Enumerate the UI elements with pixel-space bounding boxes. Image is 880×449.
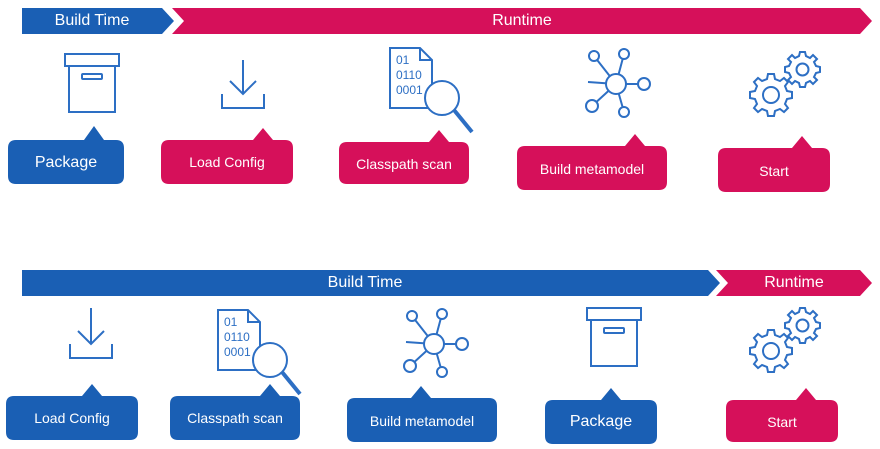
row1-package-label: Package: [34, 154, 98, 171]
row2-runtime-bar: Runtime: [716, 270, 872, 296]
row1-start-label: Start: [759, 163, 789, 179]
file-line-2: 0110: [396, 68, 422, 82]
row2-start-callout: Start: [726, 386, 838, 442]
row1-load-config-callout: Load Config: [161, 126, 293, 184]
row2-classpath-scan-callout: Classpath scan: [170, 382, 300, 440]
row1-package-callout: Package: [8, 124, 124, 184]
row1-runtime-bar: Runtime: [172, 8, 872, 34]
network-graph-icon: [580, 46, 652, 120]
row2-runtime-label: Runtime: [764, 274, 824, 291]
row2-load-config-label: Load Config: [34, 410, 110, 426]
file-line-3: 0001: [224, 345, 251, 359]
download-icon: [68, 308, 114, 360]
row2-build-metamodel-callout: Build metamodel: [347, 384, 497, 442]
file-line-3: 0001: [396, 83, 423, 97]
gears-icon: [748, 48, 824, 122]
row2-start-label: Start: [767, 414, 797, 430]
package-box-icon: [584, 306, 644, 368]
binary-file-search-icon: 01 0110 0001: [216, 308, 304, 398]
download-icon: [220, 60, 266, 110]
row1-load-config-label: Load Config: [189, 154, 265, 170]
row2-build-time-bar: Build Time: [22, 270, 720, 296]
row2-package-callout: Package: [545, 386, 657, 444]
row1-classpath-scan-label: Classpath scan: [356, 156, 452, 172]
row2-build-time-label: Build Time: [327, 274, 403, 291]
row2-package-label: Package: [569, 413, 633, 430]
file-line-1: 01: [224, 315, 238, 329]
file-line-2: 0110: [224, 330, 250, 344]
row1-build-time-bar: Build Time: [22, 8, 174, 34]
row2-build-metamodel-label: Build metamodel: [369, 413, 475, 429]
row1-start-callout: Start: [718, 134, 830, 192]
network-graph-icon: [398, 306, 470, 380]
package-box-icon: [62, 52, 122, 114]
file-line-1: 01: [396, 53, 410, 67]
row2-classpath-scan-label: Classpath scan: [187, 410, 283, 426]
binary-file-search-icon: 01 0110 0001: [388, 46, 476, 136]
gears-icon: [748, 304, 824, 378]
row1-build-metamodel-label: Build metamodel: [539, 161, 645, 177]
row1-runtime-label: Runtime: [492, 12, 552, 29]
row2-load-config-callout: Load Config: [6, 382, 138, 440]
row1-build-metamodel-callout: Build metamodel: [517, 132, 667, 190]
row1-classpath-scan-callout: Classpath scan: [339, 128, 469, 184]
row1-build-time-label: Build Time: [54, 12, 130, 29]
